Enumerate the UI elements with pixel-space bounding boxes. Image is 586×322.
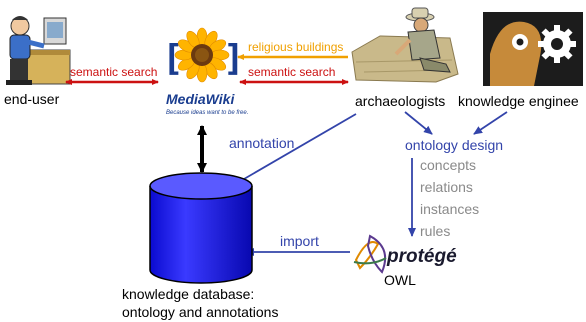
ontology-design-title: ontology design	[405, 137, 503, 153]
archaeologists-label: archaeologists	[355, 93, 445, 109]
knowledge-engineer-illustration	[483, 12, 583, 86]
protege-logo	[353, 234, 387, 274]
mediawiki-name: MediaWiki	[166, 91, 235, 107]
archaeologists-illustration	[351, 7, 459, 83]
semantic-search-label-right: semantic search	[248, 65, 335, 79]
mediawiki-logo: [ ]	[162, 27, 245, 83]
ontology-item-rules: rules	[420, 223, 450, 239]
engineer-to-ontology-arrow	[473, 111, 508, 135]
knowledge-database-icon	[149, 172, 253, 284]
religious-buildings-label: religious buildings	[248, 40, 343, 54]
end-user-label: end-user	[4, 91, 60, 107]
mediawiki-tagline: Because ideas want to be free.	[166, 110, 248, 116]
end-user-illustration	[6, 16, 71, 85]
database-label-line1: knowledge database:	[122, 286, 254, 302]
annotation-label: annotation	[229, 135, 294, 151]
protege-owl-label: OWL	[384, 272, 416, 288]
semantic-search-label-left: semantic search	[70, 65, 157, 79]
ontology-item-instances: instances	[420, 201, 479, 217]
import-label: import	[280, 233, 319, 249]
svg-text:[: [	[162, 38, 184, 79]
archaeologists-to-ontology-arrow	[404, 111, 433, 135]
protege-name: protégé	[386, 246, 457, 267]
annotation-arrow	[231, 113, 357, 187]
ontology-item-relations: relations	[420, 179, 473, 195]
database-label-line2: ontology and annotations	[122, 304, 278, 320]
svg-text:]: ]	[223, 38, 245, 79]
ontology-item-concepts: concepts	[420, 157, 476, 173]
knowledge-engineer-label: knowledge enginee	[458, 93, 579, 109]
